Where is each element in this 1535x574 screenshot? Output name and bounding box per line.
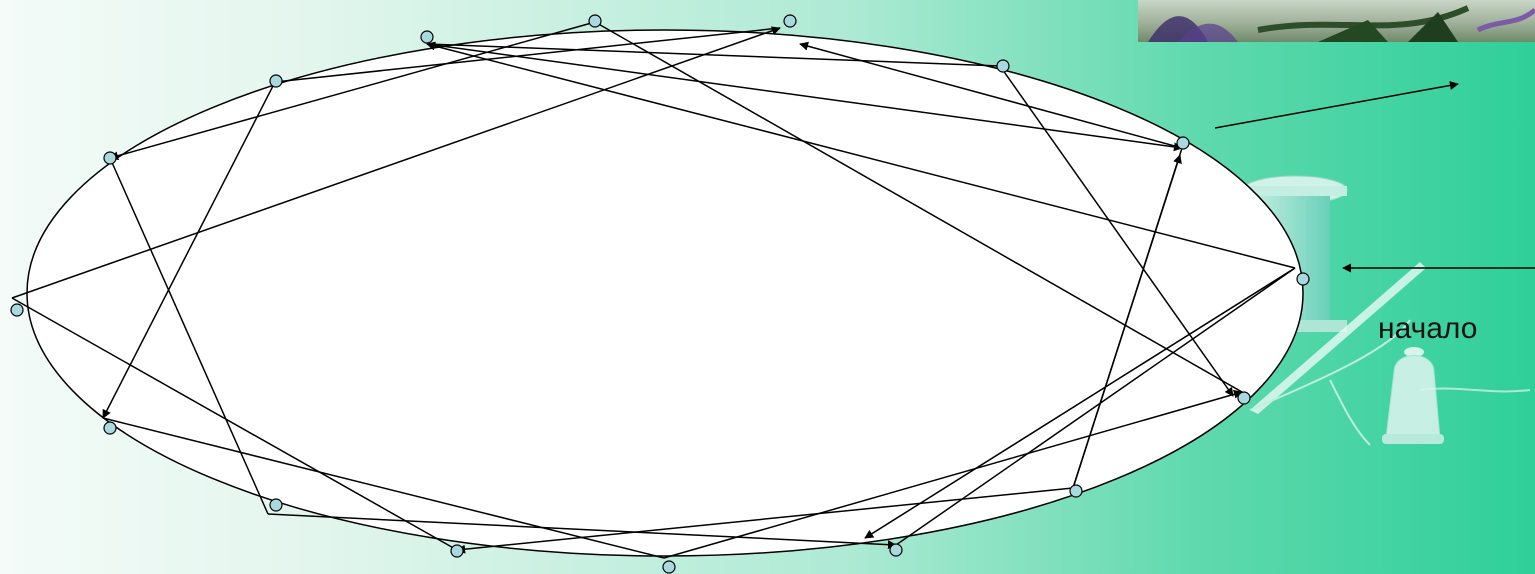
- needle-hole: [663, 561, 675, 573]
- direction-arrow: [1215, 84, 1458, 128]
- needle-hole: [589, 15, 601, 27]
- embroidery-hoop-outline: [27, 30, 1303, 556]
- needle-hole: [1297, 273, 1309, 285]
- needle-hole: [997, 60, 1009, 72]
- needle-hole: [1070, 485, 1082, 497]
- needle-hole: [1177, 137, 1189, 149]
- needle-hole: [784, 15, 796, 27]
- start-label: начало: [1378, 312, 1477, 346]
- needle-hole: [11, 304, 23, 316]
- needle-hole: [421, 31, 433, 43]
- needle-hole: [104, 422, 116, 434]
- needle-hole: [270, 499, 282, 511]
- needle-hole: [890, 544, 902, 556]
- thimble-icon: [1382, 347, 1444, 444]
- needle-hole: [270, 75, 282, 87]
- needle-hole: [104, 152, 116, 164]
- needle-hole: [451, 545, 463, 557]
- needle-hole: [1238, 392, 1250, 404]
